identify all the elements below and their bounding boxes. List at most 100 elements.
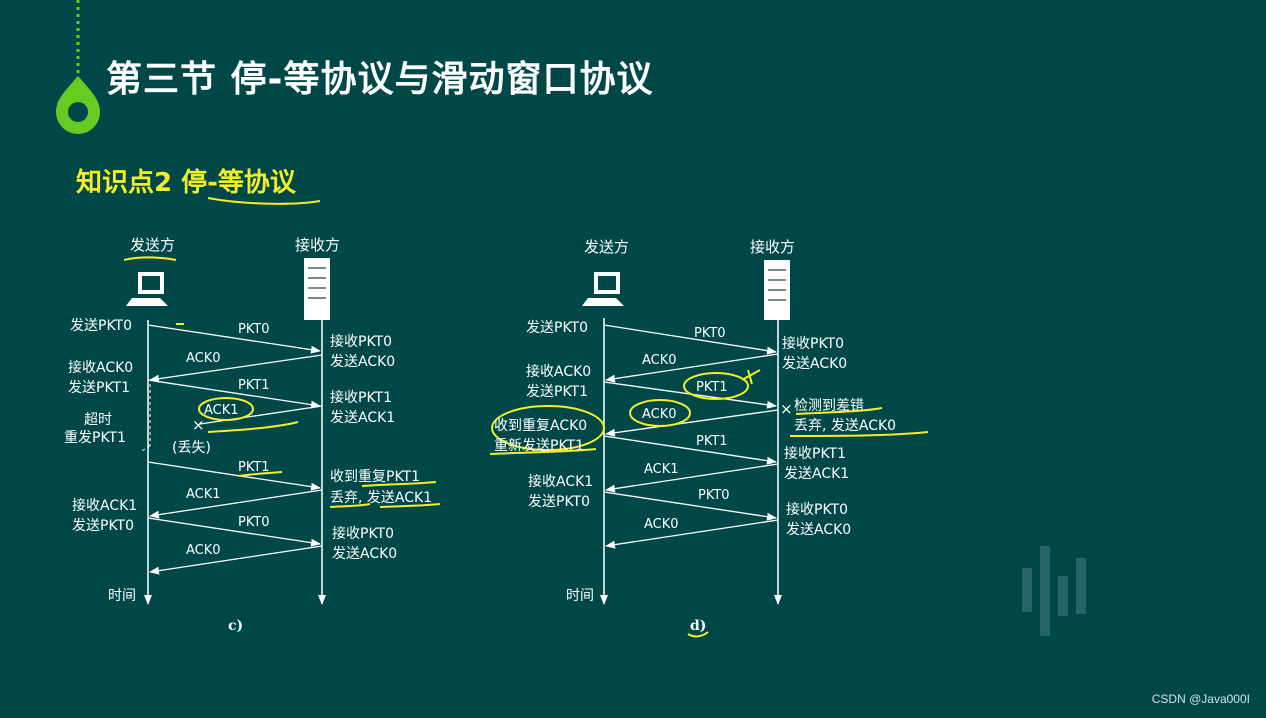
c-computer-icon bbox=[126, 272, 168, 306]
c-msg-ack1-lost bbox=[199, 405, 323, 425]
d-sender-note-2: 接收ACK0 bbox=[526, 363, 591, 380]
d-msg-ack1 bbox=[605, 463, 779, 493]
c-receiver-note-3: 接收PKT1 bbox=[330, 389, 392, 406]
c-receiver-label: 接收方 bbox=[295, 236, 340, 254]
d-msg-label-4: ACK0 bbox=[642, 407, 677, 422]
c-lost-underline bbox=[207, 421, 299, 433]
d-sender-note-3: 发送PKT1 bbox=[526, 384, 588, 400]
watermark: CSDN @Java000I bbox=[1151, 692, 1250, 706]
c-caption: c) bbox=[228, 618, 243, 634]
d-sender-note-6: 接收ACK1 bbox=[528, 473, 593, 490]
page-title: 第三节 停-等协议与滑动窗口协议 bbox=[106, 59, 654, 100]
d-msg-label-2: ACK0 bbox=[642, 353, 677, 368]
d-msg-label-1: PKT0 bbox=[694, 326, 726, 341]
c-msg-label-2: ACK0 bbox=[186, 351, 221, 366]
d-receiver-note-2: 发送ACK0 bbox=[782, 356, 847, 372]
diagram-c: 发送方 接收方 PKT0 AC bbox=[64, 236, 441, 634]
c-msg-pkt0-2 bbox=[147, 517, 321, 547]
d-sender-note-1: 发送PKT0 bbox=[526, 320, 588, 336]
d-msg-label-8: ACK0 bbox=[644, 517, 679, 532]
d-sender-label: 发送方 bbox=[584, 238, 629, 256]
c-receiver-note-7: 接收PKT0 bbox=[332, 525, 394, 542]
subtitle-underline bbox=[207, 197, 321, 205]
d-msg-ack0 bbox=[605, 353, 779, 383]
d-sender-note-4: 收到重复ACK0 bbox=[494, 417, 587, 434]
d-receiver-note-3: 检测到差错 bbox=[794, 398, 864, 414]
d-pkt1-check-mark bbox=[741, 369, 761, 385]
d-receiver-note-1: 接收PKT0 bbox=[782, 335, 844, 352]
c-resend-underline bbox=[237, 471, 283, 477]
c-sender-note-7: 发送PKT0 bbox=[72, 518, 134, 534]
c-msg-label-5: PKT1 bbox=[238, 460, 270, 475]
decorative-logo-icon bbox=[1022, 546, 1086, 636]
pendant-hole bbox=[68, 102, 88, 122]
c-discard-underline bbox=[329, 503, 371, 508]
c-receiver-note-2: 发送ACK0 bbox=[330, 354, 395, 370]
c-receiver-note-4: 发送ACK1 bbox=[330, 410, 395, 426]
c-msg-pkt1-resend bbox=[147, 461, 321, 491]
d-msg-ack0-dup bbox=[605, 409, 779, 437]
d-msg-pkt0 bbox=[603, 324, 777, 355]
d-sender-note-7: 发送PKT0 bbox=[528, 494, 590, 510]
c-msg-pkt1 bbox=[147, 379, 321, 409]
c-lost-label: (丢失) bbox=[172, 440, 211, 456]
d-sender-note-5: 重新发送PKT1 bbox=[494, 438, 584, 454]
c-send-ack-underline bbox=[379, 503, 441, 508]
knowledge-point-title: 知识点2 停-等协议 bbox=[76, 168, 296, 198]
c-msg-ack0 bbox=[149, 354, 323, 383]
d-msg-label-5: PKT1 bbox=[696, 434, 728, 449]
d-resend-underline bbox=[489, 448, 597, 455]
d-computer-icon bbox=[582, 272, 624, 306]
d-pkt1-circle bbox=[683, 372, 749, 400]
c-lost-ack-circle bbox=[198, 397, 254, 421]
c-receiver-note-5: 收到重复PKT1 bbox=[330, 468, 420, 485]
c-timeout-bracket bbox=[139, 384, 151, 453]
d-receiver-note-5: 接收PKT1 bbox=[784, 445, 846, 462]
d-msg-pkt1-resend bbox=[603, 435, 777, 465]
c-server-icon bbox=[304, 258, 330, 320]
d-discard-underline bbox=[789, 431, 929, 437]
d-msg-label-6: ACK1 bbox=[644, 462, 679, 477]
d-time-label: 时间 bbox=[566, 588, 594, 604]
c-receiver-note-1: 接收PKT0 bbox=[330, 333, 392, 350]
c-msg-ack1 bbox=[149, 489, 323, 519]
d-ack0-circle bbox=[629, 399, 691, 427]
c-msg-label-1: PKT0 bbox=[238, 322, 270, 337]
c-sender-underline bbox=[123, 256, 177, 261]
c-msg-label-8: ACK0 bbox=[186, 543, 221, 558]
d-msg-ack0-2 bbox=[605, 519, 779, 549]
d-dup-ack-circle bbox=[491, 405, 605, 451]
c-time-label: 时间 bbox=[108, 588, 136, 604]
c-msg-pkt0 bbox=[147, 324, 321, 354]
d-error-underline bbox=[795, 407, 883, 415]
c-receiver-note-6: 丢弃, 发送ACK1 bbox=[330, 490, 432, 506]
c-msg-label-6: ACK1 bbox=[186, 487, 221, 502]
d-server-icon bbox=[764, 260, 790, 320]
d-error-mark: × bbox=[780, 400, 793, 418]
d-msg-pkt0-2 bbox=[603, 491, 777, 521]
c-sender-label: 发送方 bbox=[130, 236, 175, 254]
d-caption-underline bbox=[687, 631, 709, 638]
c-msg-label-3: PKT1 bbox=[238, 378, 270, 393]
c-dup-underline bbox=[361, 481, 437, 487]
c-sender-note-5: 重发PKT1 bbox=[64, 430, 126, 446]
d-receiver-note-4: 丢弃, 发送ACK0 bbox=[794, 418, 896, 434]
d-caption: d) bbox=[690, 618, 706, 634]
d-receiver-note-7: 接收PKT0 bbox=[786, 501, 848, 518]
c-sender-note-1: 发送PKT0 bbox=[70, 318, 132, 334]
c-msg-label-7: PKT0 bbox=[238, 515, 270, 530]
d-msg-label-3: PKT1 bbox=[696, 380, 728, 395]
c-sender-note-6: 接收ACK1 bbox=[72, 497, 137, 514]
c-sender-note-4: 超时 bbox=[84, 412, 112, 428]
d-msg-label-7: PKT0 bbox=[698, 488, 730, 503]
c-sender-note-3: 发送PKT1 bbox=[68, 380, 130, 396]
d-receiver-note-6: 发送ACK1 bbox=[784, 466, 849, 482]
c-receiver-note-8: 发送ACK0 bbox=[332, 546, 397, 562]
c-lost-mark: × bbox=[192, 416, 205, 434]
d-receiver-label: 接收方 bbox=[750, 238, 795, 256]
c-msg-label-4: ACK1 bbox=[204, 403, 239, 418]
d-receiver-note-8: 发送ACK0 bbox=[786, 522, 851, 538]
c-msg-ack0-2 bbox=[149, 545, 323, 575]
